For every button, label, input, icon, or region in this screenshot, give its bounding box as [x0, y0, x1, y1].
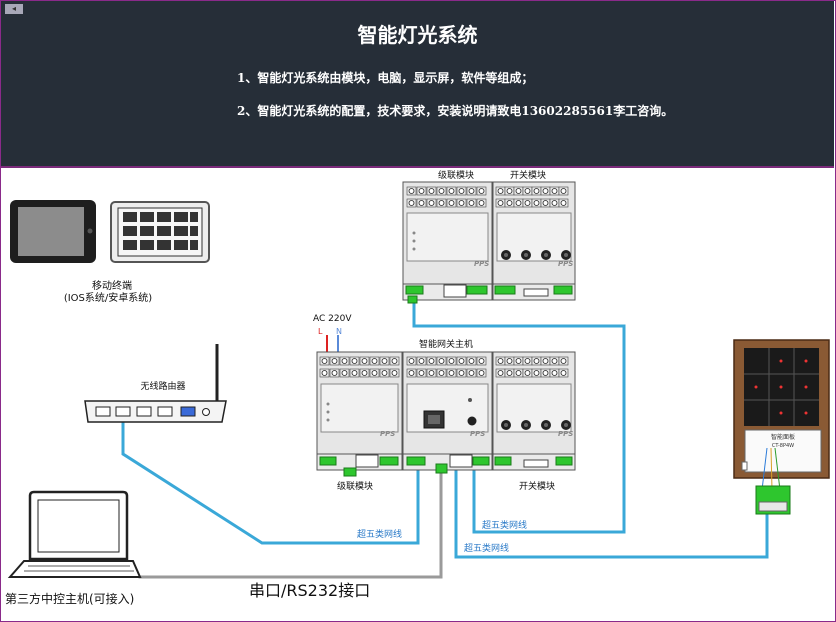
panel-cable-label: 超五类网线	[464, 542, 509, 554]
bottom-switch-module	[492, 351, 576, 471]
panel-label-1: 智能面板	[771, 433, 795, 441]
header-banner: ◂ 智能灯光系统 1、智能灯光系统由模块，电脑，显示屏，软件等组成； 2、智能灯…	[1, 1, 834, 168]
power-l-label: L	[318, 327, 323, 336]
router-cable-label: 超五类网线	[357, 528, 402, 540]
computer-label: 第三方中控主机(可接入)	[5, 591, 134, 606]
page-title: 智能灯光系统	[357, 23, 478, 47]
top-module-cable	[412, 298, 626, 534]
gateway-host	[402, 351, 493, 474]
top-cascade-label: 级联模块	[438, 169, 474, 181]
note-line-1: 1、智能灯光系统由模块，电脑，显示屏，软件等组成；	[237, 71, 534, 85]
router-gateway-cable	[121, 418, 420, 545]
router-label: 无线路由器	[140, 380, 185, 392]
top-cable-label: 超五类网线	[482, 519, 527, 531]
mobile-label-2: (IOS系统/安卓系统)	[64, 291, 152, 304]
cables	[121, 298, 769, 579]
brand-mark-4: PPS	[470, 430, 485, 438]
brand-mark-3: PPS	[380, 430, 395, 438]
bottom-cascade-label: 级联模块	[337, 480, 373, 492]
panel-label-2: CT-8P4W	[772, 443, 794, 449]
top-switch-label: 开关模块	[510, 169, 546, 181]
power-label: AC 220V	[313, 314, 352, 324]
brand-mark-2: PPS	[558, 260, 573, 268]
bottom-cascade-module	[316, 351, 403, 477]
top-cascade-module	[402, 181, 493, 304]
top-switch-module	[492, 181, 576, 301]
laptop-computer	[7, 490, 142, 578]
brand-mark: PPS	[474, 260, 489, 268]
mobile-label-1: 移动终端	[92, 279, 132, 292]
wireless-router	[84, 344, 227, 423]
power-n-label: N	[336, 327, 342, 336]
collapse-button[interactable]: ◂	[5, 4, 23, 14]
smart-panel	[733, 339, 830, 515]
serial-label: 串口/RS232接口	[249, 581, 370, 600]
bottom-switch-label: 开关模块	[519, 480, 555, 492]
note-line-2: 2、智能灯光系统的配置，技术要求，安装说明请致电13602285561李工咨询。	[237, 104, 674, 118]
panel-cable	[454, 460, 769, 559]
brand-mark-5: PPS	[558, 430, 573, 438]
tablet-device	[10, 200, 96, 263]
system-diagram: 移动终端 (IOS系统/安卓系统) 无线路由器 PPS	[5, 169, 830, 606]
touch-panel-device	[110, 201, 210, 263]
gateway-label: 智能网关主机	[419, 338, 473, 350]
serial-cable	[138, 456, 443, 579]
